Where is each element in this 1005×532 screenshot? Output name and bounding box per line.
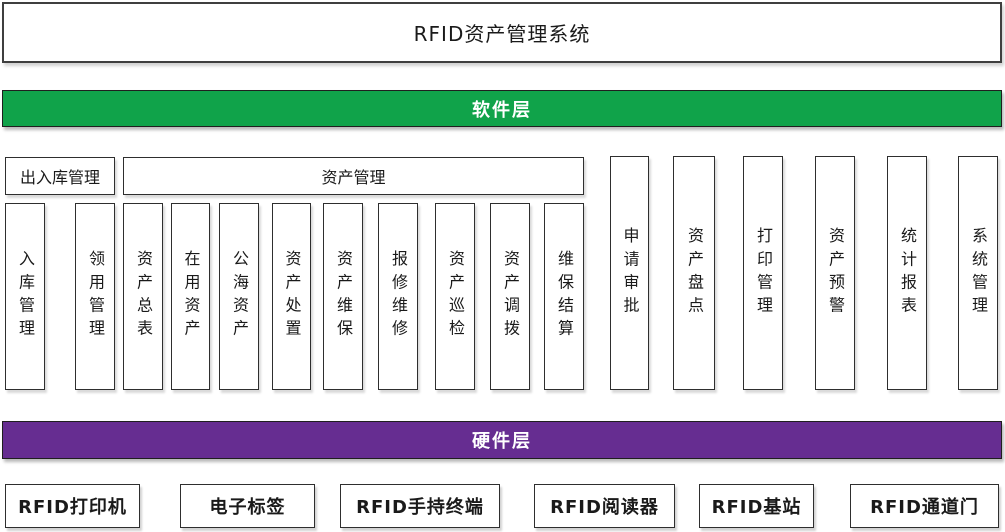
device-label: RFID基站 <box>711 497 802 518</box>
module-label: 维保结算 <box>555 250 574 343</box>
system-title: RFID资产管理系统 <box>413 22 591 46</box>
module-asset-inspection: 资产巡检 <box>435 203 475 390</box>
device-label: RFID手持终端 <box>356 497 484 518</box>
module-asset-alerts: 资产预警 <box>815 156 855 390</box>
device-electronic-tag: 电子标签 <box>180 484 315 528</box>
module-label: 系统管理 <box>969 226 988 320</box>
hardware-layer-bar: 硬件层 <box>2 421 1002 459</box>
device-rfid-reader: RFID阅读器 <box>534 484 675 528</box>
software-layer-bar: 软件层 <box>2 90 1002 127</box>
group-header-asset: 资产管理 <box>123 157 584 195</box>
module-label: 资产总表 <box>134 250 153 343</box>
system-title-box: RFID资产管理系统 <box>2 2 1002 63</box>
module-asset-stocktaking: 资产盘点 <box>673 156 715 390</box>
module-assets-in-use: 在用资产 <box>171 203 210 390</box>
module-label: 打印管理 <box>754 226 773 320</box>
module-label: 资产预警 <box>826 226 845 320</box>
module-label: 公海资产 <box>230 250 249 343</box>
module-system-management: 系统管理 <box>958 156 998 390</box>
device-label: 电子标签 <box>209 497 286 518</box>
module-label: 资产盘点 <box>685 226 704 320</box>
module-asset-summary: 资产总表 <box>123 203 163 390</box>
device-label: RFID打印机 <box>18 497 127 518</box>
module-label: 资产巡检 <box>446 250 465 343</box>
device-rfid-printer: RFID打印机 <box>5 484 140 528</box>
module-label: 资产维保 <box>334 250 353 343</box>
module-application-approval: 申请审批 <box>610 156 649 390</box>
module-label: 申请审批 <box>620 226 640 320</box>
device-rfid-base-station: RFID基站 <box>699 484 814 528</box>
module-asset-transfer: 资产调拨 <box>490 203 530 390</box>
hardware-layer-label: 硬件层 <box>472 431 532 452</box>
module-inbound-management: 入库管理 <box>5 203 45 390</box>
device-rfid-channel-gate: RFID通道门 <box>850 484 999 528</box>
module-print-management: 打印管理 <box>743 156 783 390</box>
group-header-inout-label: 出入库管理 <box>19 168 100 187</box>
device-label: RFID阅读器 <box>550 497 659 518</box>
module-asset-disposal: 资产处置 <box>272 203 311 390</box>
module-label: 资产处置 <box>282 250 302 343</box>
module-repair-service: 报修维修 <box>378 203 418 390</box>
module-label: 统计报表 <box>898 226 917 320</box>
module-maintenance-settlement: 维保结算 <box>544 203 584 390</box>
module-label: 入库管理 <box>16 250 35 343</box>
module-statistics-reports: 统计报表 <box>887 156 927 390</box>
module-label: 资产调拨 <box>501 250 520 343</box>
module-asset-maintenance: 资产维保 <box>323 203 363 390</box>
module-label: 领用管理 <box>86 250 105 343</box>
module-label: 在用资产 <box>181 250 201 343</box>
group-header-asset-label: 资产管理 <box>321 168 386 187</box>
module-public-pool-assets: 公海资产 <box>219 203 259 390</box>
device-label: RFID通道门 <box>870 497 979 518</box>
software-layer-label: 软件层 <box>472 99 532 121</box>
module-requisition-management: 领用管理 <box>75 203 115 390</box>
group-header-inout: 出入库管理 <box>5 157 115 195</box>
module-label: 报修维修 <box>389 250 408 343</box>
device-rfid-handheld-terminal: RFID手持终端 <box>340 484 500 528</box>
